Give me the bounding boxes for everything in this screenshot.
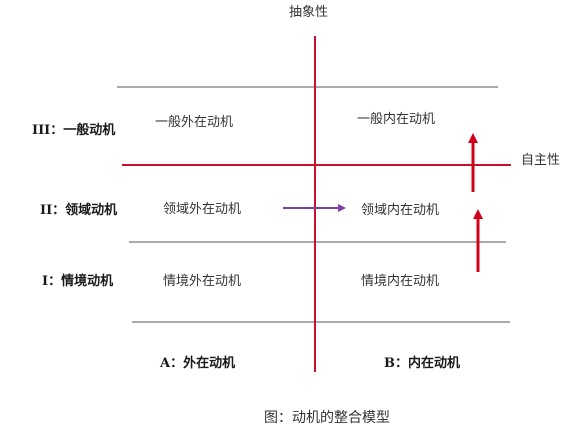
- cell-general-internal: 一般内在动机: [357, 112, 436, 127]
- level-label-situation: I：情境动机: [42, 274, 114, 289]
- figure-caption: 图：动机的整合模型: [264, 410, 390, 426]
- cell-domain-external: 领域外在动机: [163, 202, 242, 217]
- cell-situation-external: 情境外在动机: [163, 274, 242, 289]
- column-label-external: A：外在动机: [160, 356, 236, 371]
- cell-general-external: 一般外在动机: [155, 115, 234, 130]
- horizontal-axis-label: 自主性: [521, 153, 561, 168]
- level-label-domain: II：领域动机: [40, 203, 118, 218]
- level-label-general: III：一般动机: [32, 123, 116, 138]
- column-label-internal: B：内在动机: [384, 356, 460, 371]
- vertical-axis-label: 抽象性: [289, 5, 329, 20]
- cell-situation-internal: 情境内在动机: [361, 274, 440, 289]
- cell-domain-internal: 领域内在动机: [361, 203, 440, 218]
